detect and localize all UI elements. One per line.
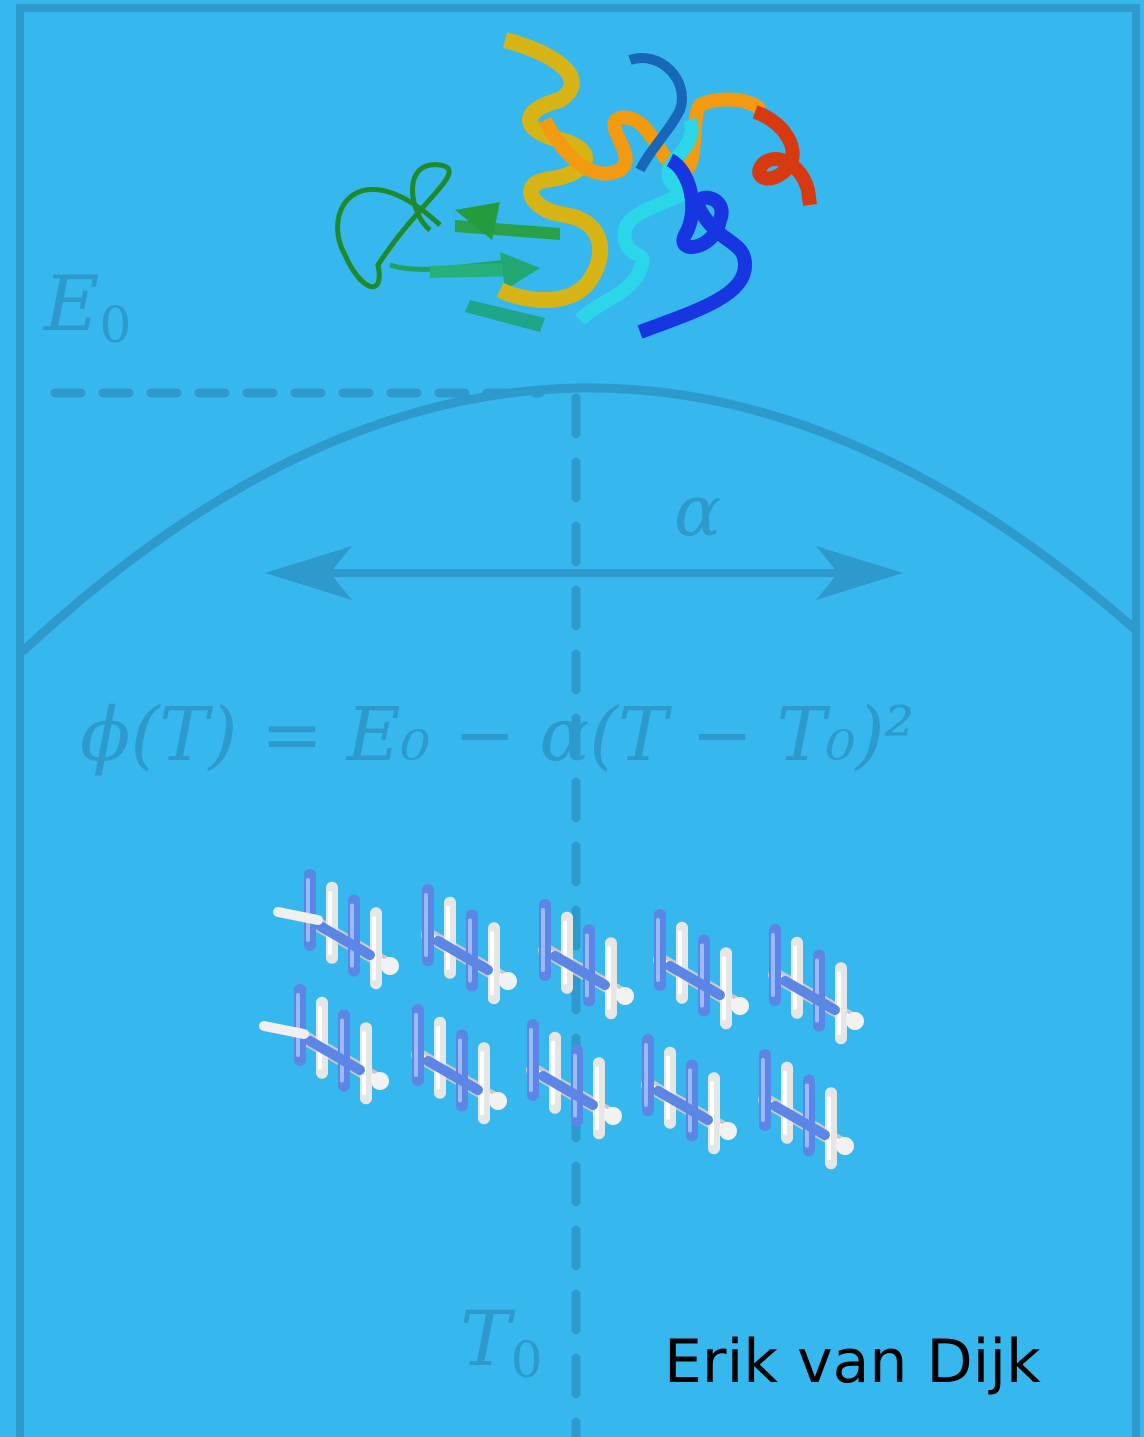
energy-parabola — [18, 383, 1141, 656]
t0-label: T0 — [460, 1294, 543, 1389]
frame-border — [16, 4, 1140, 1437]
equation-label: ϕ(T) = E₀ − α(T − T₀)² — [80, 692, 914, 778]
author-credit: Erik van Dijk — [664, 1327, 1041, 1397]
protein-ribbon-image — [335, 32, 817, 339]
alpha-label: α — [674, 470, 721, 552]
e0-label: E0 — [42, 259, 131, 354]
molecular-stick-image — [259, 869, 864, 1170]
alpha-double-arrow — [265, 546, 903, 600]
